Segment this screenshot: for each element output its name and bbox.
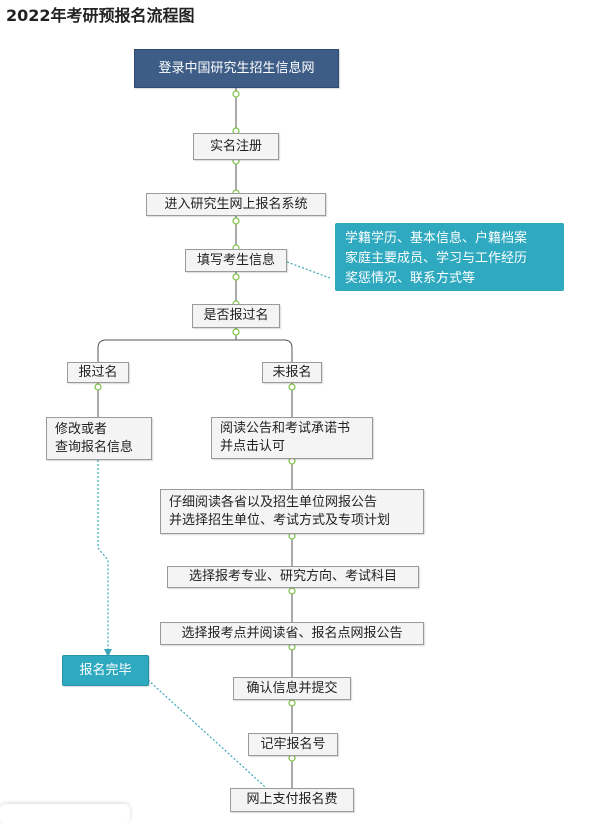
link-fill-note <box>286 261 331 279</box>
node-select-site: 选择报考点并阅读省、报名点网报公告 <box>160 622 424 645</box>
arrow-modify-done <box>104 649 112 657</box>
node-modify-query: 修改或者 查询报名信息 <box>46 417 152 460</box>
node-applied: 报过名 <box>67 362 129 383</box>
node-applied-question: 是否报过名 <box>192 304 280 328</box>
link-split-right <box>236 339 293 362</box>
connector-dot <box>288 383 296 391</box>
node-enter-system: 进入研究生网上报名系统 <box>146 193 326 216</box>
node-fill-info: 填写考生信息 <box>185 249 287 272</box>
connector-dot <box>288 699 296 707</box>
node-online-pay: 网上支付报名费 <box>230 788 354 812</box>
connector-dot <box>232 217 240 225</box>
link-modify-done <box>97 460 109 655</box>
node-register: 实名注册 <box>193 133 279 160</box>
connector-dot <box>94 383 102 391</box>
connector-dot <box>232 273 240 281</box>
connector-dot <box>232 328 240 336</box>
connector-dot <box>288 587 296 595</box>
node-read-notice: 阅读公告和考试承诺书 并点击认可 <box>211 417 373 459</box>
link-split-left <box>97 339 236 362</box>
corner-card <box>0 804 130 824</box>
connector-dot <box>232 90 240 98</box>
node-confirm-submit: 确认信息并提交 <box>233 677 351 700</box>
node-login: 登录中国研究生招生信息网 <box>134 49 339 88</box>
node-done: 报名完毕 <box>62 655 149 686</box>
node-select-major: 选择报考专业、研究方向、考试科目 <box>167 566 419 588</box>
node-remember-number: 记牢报名号 <box>248 733 338 756</box>
note-fill-details: 学籍学历、基本信息、户籍档案 家庭主要成员、学习与工作经历 奖惩情况、联系方式等 <box>335 223 564 291</box>
node-read-all-notices: 仔细阅读各省以及招生单位网报公告 并选择招生单位、考试方式及专项计划 <box>160 489 424 534</box>
node-not-applied: 未报名 <box>262 362 322 383</box>
link-done-pay <box>147 679 287 807</box>
page-title: 2022年考研预报名流程图 <box>6 6 195 25</box>
